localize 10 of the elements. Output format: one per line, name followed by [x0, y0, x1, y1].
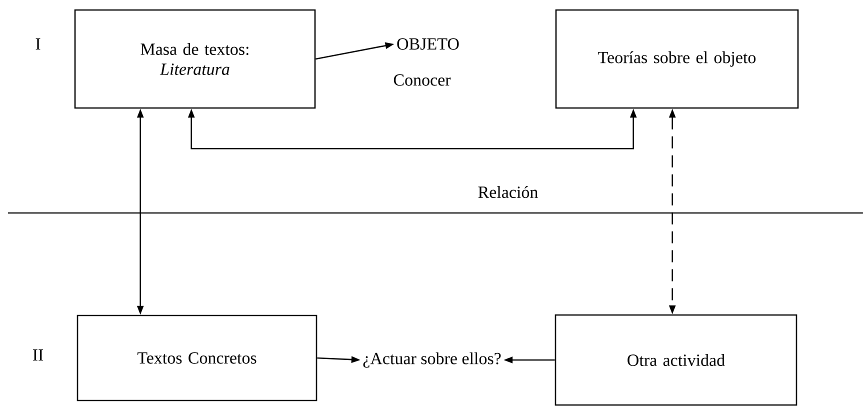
text-label: OBJETO [397, 38, 459, 50]
text-box: Textos Concretos [76, 314, 318, 402]
text-label: II [32, 349, 44, 361]
text-label: Conocer [394, 74, 451, 86]
text-box: Teorías sobre el objeto [555, 9, 799, 109]
text-box: Otra actividad [554, 314, 798, 406]
text-label: ¿Actuar sobre ellos? [363, 352, 501, 368]
text-label: I [36, 38, 40, 50]
text-box: Masa de textos: Literatura [74, 9, 316, 109]
text-label: Relación [478, 186, 538, 198]
